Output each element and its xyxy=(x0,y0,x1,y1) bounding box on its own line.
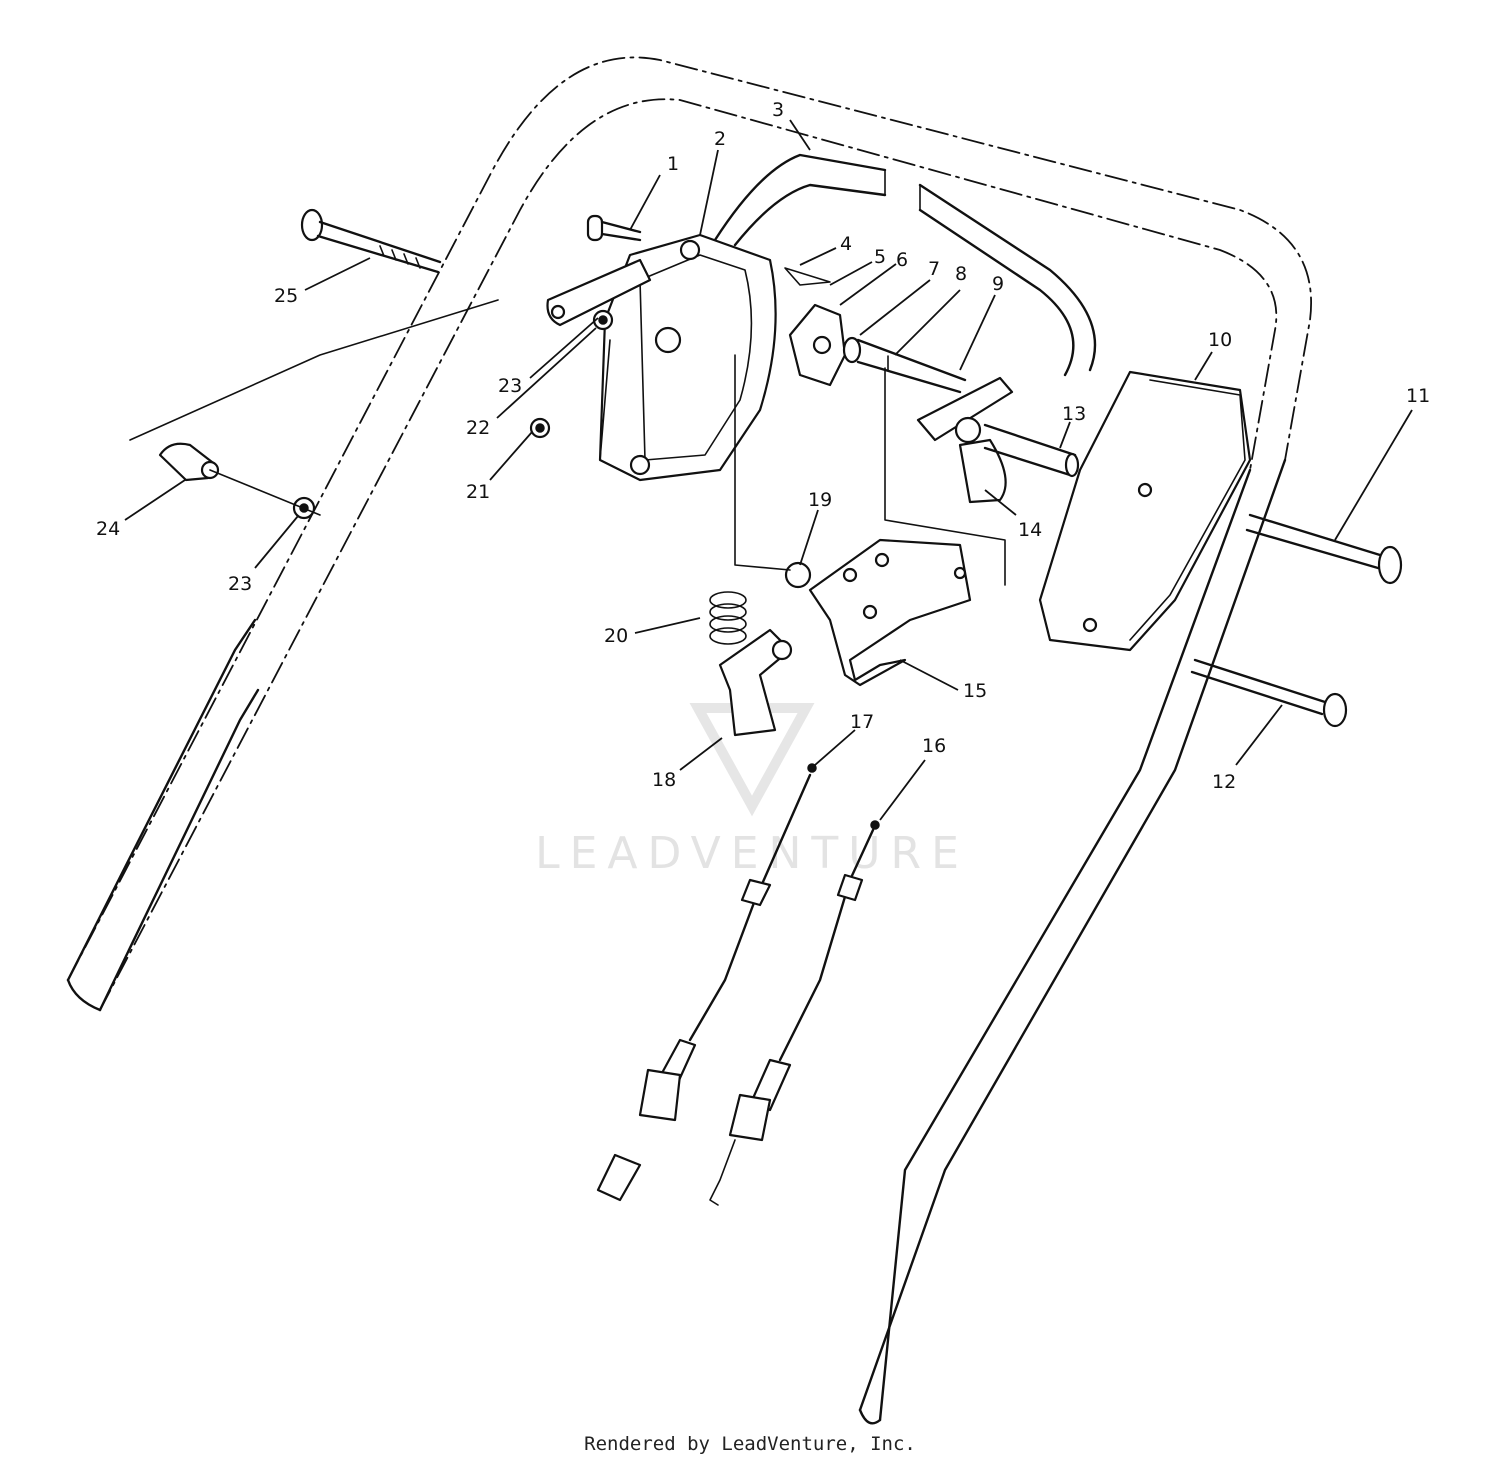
callout-10: 10 xyxy=(1208,329,1232,351)
callout-15: 15 xyxy=(963,680,987,702)
callout-7: 7 xyxy=(928,258,940,280)
callout-11: 11 xyxy=(1406,385,1430,407)
callout-13: 13 xyxy=(1062,403,1086,425)
callout-14: 14 xyxy=(1018,519,1042,541)
callout-9: 9 xyxy=(992,273,1004,295)
pin-13 xyxy=(983,423,1080,478)
washer-19 xyxy=(784,561,812,589)
lever-14 xyxy=(916,376,1014,504)
watermark: LEADVENTURE xyxy=(535,703,969,879)
bolt-1 xyxy=(586,214,642,242)
callout-25: 25 xyxy=(274,285,298,307)
callout-24: 24 xyxy=(96,518,120,540)
bolt-11 xyxy=(1245,513,1403,585)
bolt-12 xyxy=(1190,658,1348,728)
nut-21 xyxy=(529,417,551,439)
leader-lines xyxy=(124,119,1413,821)
callout-23-lower: 23 xyxy=(228,573,252,595)
cable-16 xyxy=(709,820,880,1206)
control-cover-right xyxy=(1038,370,1252,652)
callout-1: 1 xyxy=(667,153,679,175)
callout-12: 12 xyxy=(1212,771,1236,793)
control-housing-left xyxy=(598,233,777,482)
callout-labels: 1 2 3 4 5 6 7 8 9 10 11 12 13 14 15 16 1… xyxy=(96,99,1430,793)
callout-23-upper: 23 xyxy=(498,375,522,397)
callout-4: 4 xyxy=(840,233,852,255)
cam-assembly xyxy=(784,267,847,387)
callout-2: 2 xyxy=(714,128,726,150)
callout-21: 21 xyxy=(466,481,490,503)
spring-20 xyxy=(709,591,747,645)
callout-8: 8 xyxy=(955,263,967,285)
bracket-15 xyxy=(808,538,972,687)
bail-handle xyxy=(713,153,1097,377)
lever-arm xyxy=(546,258,652,331)
handle-tube-outer xyxy=(67,56,1312,1011)
handle-tube-lower xyxy=(66,458,1287,1425)
credit-text: Rendered by LeadVenture, Inc. xyxy=(584,1433,916,1455)
shaft xyxy=(842,336,967,394)
reference-lines xyxy=(129,299,1006,586)
callout-5: 5 xyxy=(874,246,886,268)
callout-6: 6 xyxy=(896,249,908,271)
watermark-text: LEADVENTURE xyxy=(535,828,969,879)
callout-22: 22 xyxy=(466,417,490,439)
callout-19: 19 xyxy=(808,489,832,511)
callout-18: 18 xyxy=(652,769,676,791)
callout-17: 17 xyxy=(850,711,874,733)
callout-20: 20 xyxy=(604,625,628,647)
cable-17 xyxy=(596,763,817,1202)
callout-3: 3 xyxy=(772,99,784,121)
lever-18 xyxy=(718,628,793,737)
spacer-24 xyxy=(158,442,220,482)
bolt-25 xyxy=(300,208,442,274)
callout-16: 16 xyxy=(922,735,946,757)
